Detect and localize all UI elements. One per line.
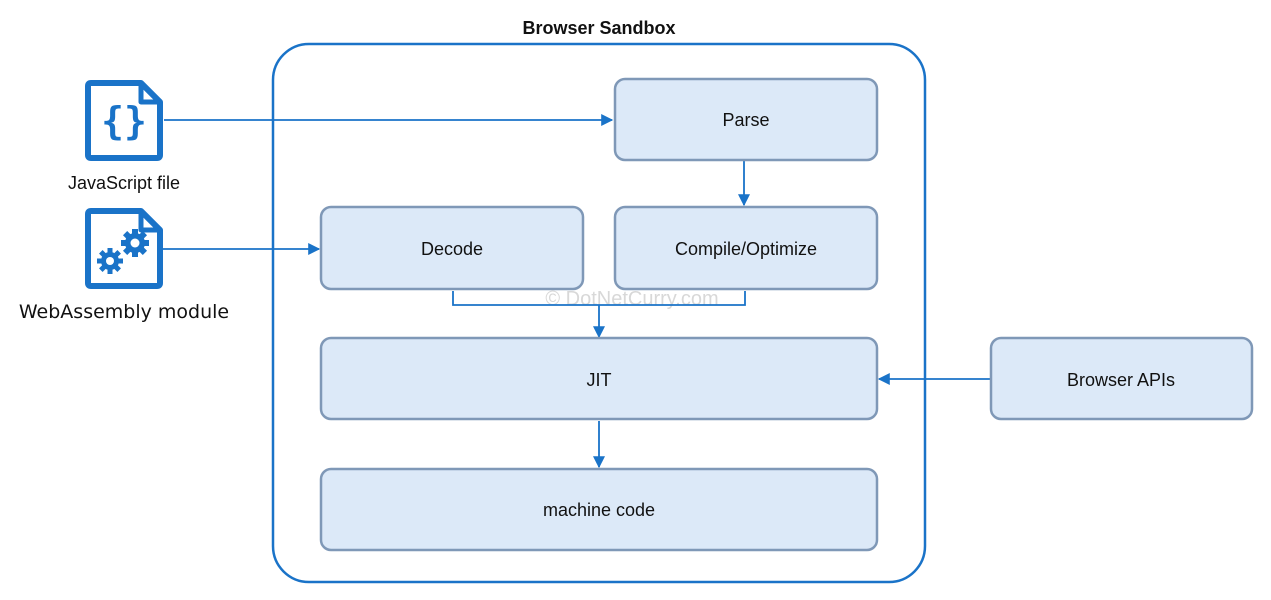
node-jit-label: JIT — [587, 370, 612, 390]
javascript-file-label: JavaScript file — [68, 173, 180, 193]
node-decode-label: Decode — [421, 239, 483, 259]
node-jit: JIT — [319, 336, 879, 421]
webassembly-module-label: WebAssembly module — [19, 301, 229, 323]
browser-sandbox-container — [271, 42, 927, 584]
node-parse-label: Parse — [722, 110, 769, 130]
node-compile-optimize-label: Compile/Optimize — [675, 239, 817, 259]
node-decode: Decode — [319, 205, 585, 291]
javascript-file-icon: {} — [85, 80, 163, 161]
curly-braces-glyph: {} — [101, 99, 147, 143]
sandbox-title: Browser Sandbox — [522, 18, 675, 38]
node-browser-apis-label: Browser APIs — [1067, 370, 1175, 390]
node-parse: Parse — [613, 77, 879, 162]
node-compile-optimize: Compile/Optimize — [613, 205, 879, 291]
large-gear-icon — [121, 229, 149, 257]
node-machine-code-label: machine code — [543, 500, 655, 520]
watermark: © DotNetCurry.com — [545, 288, 718, 310]
small-gear-icon — [97, 248, 123, 274]
node-browser-apis: Browser APIs — [989, 336, 1254, 421]
node-machine-code: machine code — [319, 467, 879, 552]
webassembly-module-icon — [85, 208, 163, 289]
